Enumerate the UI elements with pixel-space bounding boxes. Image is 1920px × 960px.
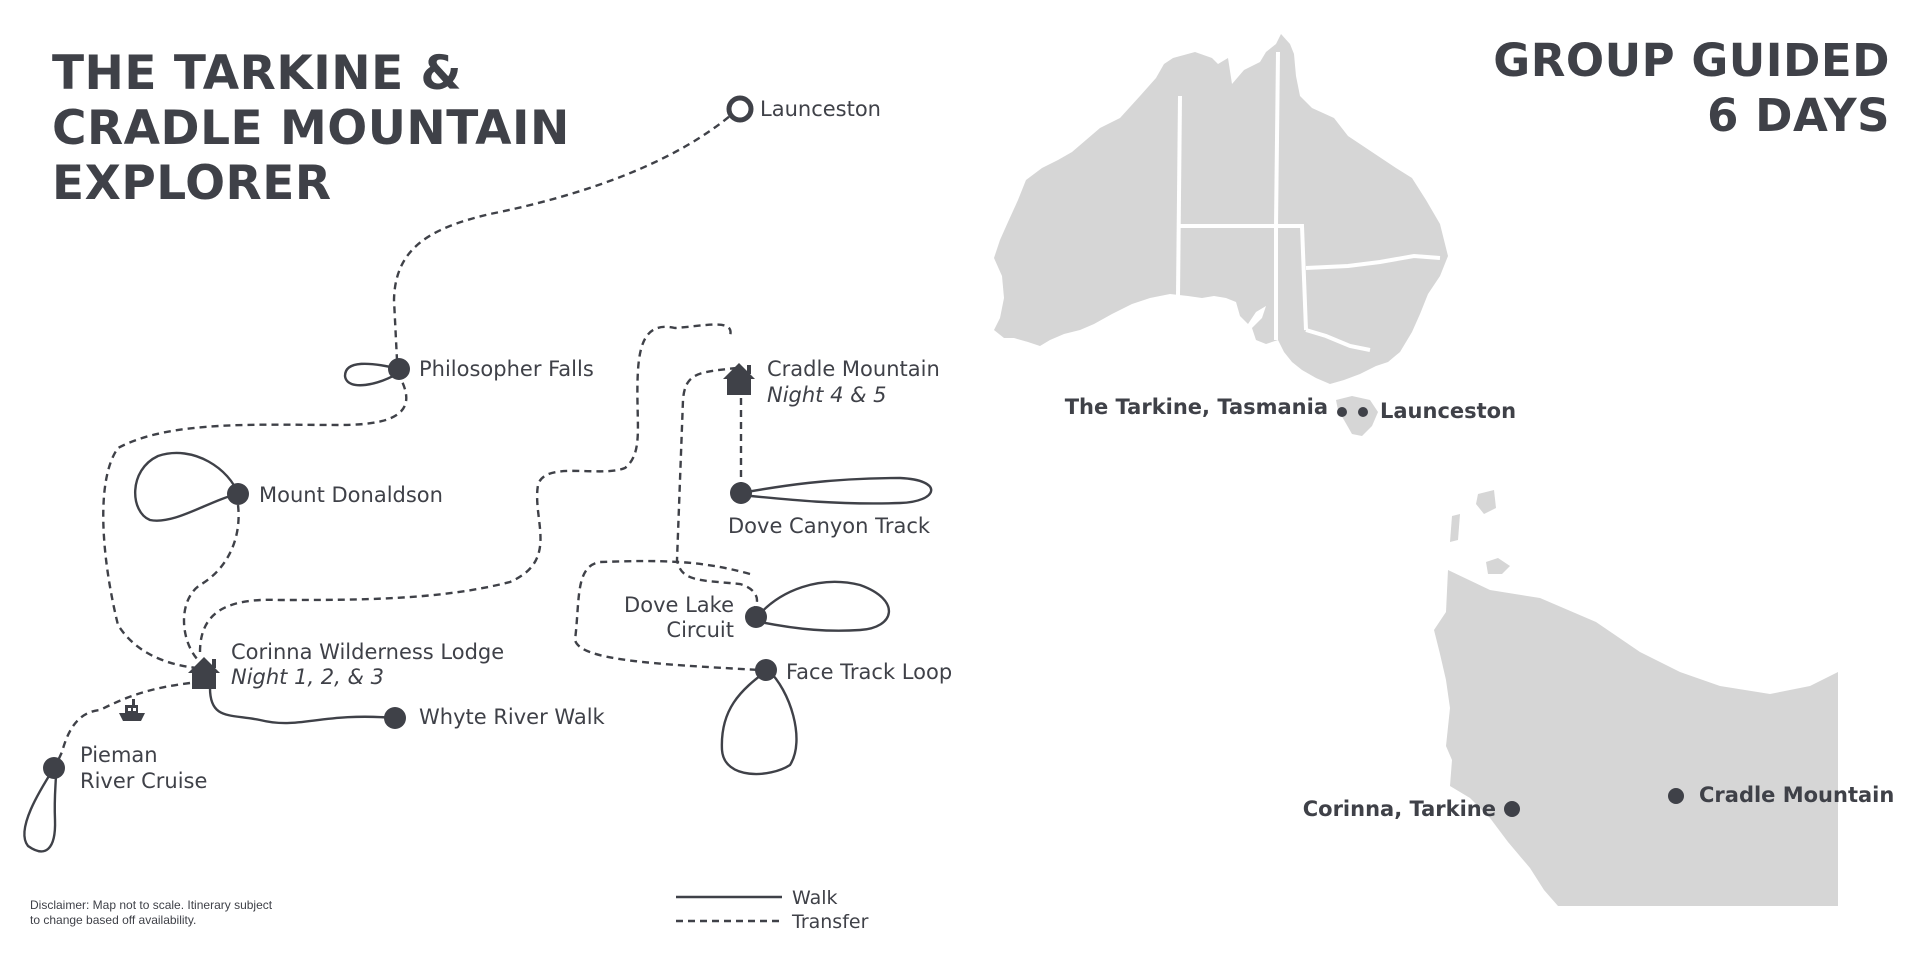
inset-cradle-label: Cradle Mountain [1699,783,1894,807]
transfer-launceston-philosopher [392,108,739,361]
label-pieman-line-1: Pieman [80,743,158,767]
route-legend: Walk Transfer [676,887,869,933]
stop-labels: Launceston Philosopher Falls Mount Donal… [80,97,952,793]
disclaimer-line-1: Disclaimer: Map not to scale. Itinerary … [30,898,273,912]
disclaimer: Disclaimer: Map not to scale. Itinerary … [30,898,272,928]
transfer-corinna-cradle [198,323,732,653]
label-dove-lake-line-2: Circuit [666,618,734,642]
label-whyte-river: Whyte River Walk [419,705,606,729]
disclaimer-line-2: to change based off availability. [30,913,197,927]
transfer-dovelake-facetrack [573,559,761,672]
transfer-philosopher-corinna [102,371,408,670]
overview-launceston-label: Launceston [1380,399,1516,423]
label-pieman-line-2: River Cruise [80,769,207,793]
walk-dove-lake [756,580,891,632]
transfer-routes [54,108,761,766]
inset-corinna-marker [1504,801,1520,817]
walk-mount-donaldson [134,451,240,522]
lodge-house-icon [188,657,220,689]
label-face-track: Face Track Loop [786,660,952,684]
stop-dot-icon [384,707,406,729]
stop-dot-icon [43,757,65,779]
inset-corinna-label: Corinna, Tarkine [1303,797,1496,821]
launceston-marker [1358,407,1368,417]
inset-island-3 [1486,558,1510,574]
australia-landmass [994,34,1448,384]
legend-walk-label: Walk [792,887,838,909]
label-launceston: Launceston [760,97,881,121]
ferry-boat-icon [119,699,145,721]
label-mount-donaldson: Mount Donaldson [259,483,443,507]
tour-info: GROUP GUIDED 6 DAYS [1493,33,1890,143]
label-corinna-nights: Night 1, 2, & 3 [231,665,384,689]
tasmania-inset-map: Corinna, Tarkine Cradle Mountain [1303,490,1894,906]
stop-dot-icon [755,659,777,681]
stops [43,95,777,779]
label-dove-canyon: Dove Canyon Track [728,514,931,538]
transfer-cradle-dovelake [675,366,759,611]
australia-overview-map: The Tarkine, Tasmania Launceston [994,34,1516,436]
walk-philosopher-falls [343,362,401,387]
title-line-1: THE TARKINE & [52,46,463,101]
legend-transfer-label: Transfer [791,911,869,933]
state-borders [1176,51,1441,352]
tarkine-marker [1337,407,1347,417]
walk-dove-canyon [740,476,933,505]
stop-dot-icon [388,358,410,380]
inset-cradle-marker [1668,788,1684,804]
walk-pieman [23,767,58,853]
tour-type: GROUP GUIDED [1493,34,1890,87]
stop-dot-icon [745,606,767,628]
tasmania-small [1336,396,1378,436]
label-dove-lake-line-1: Dove Lake [624,593,734,617]
label-cradle-mountain: Cradle Mountain [767,357,940,381]
walk-face-track [720,669,798,776]
title-line-2: CRADLE MOUNTAIN [52,101,570,156]
overview-tarkine-label: The Tarkine, Tasmania [1065,395,1328,419]
start-ring-icon [726,95,754,123]
stop-dot-icon [730,482,752,504]
inset-landmass [1434,570,1838,906]
transfer-donaldson-corinna [182,504,240,661]
label-cradle-nights: Night 4 & 5 [767,383,887,407]
label-philosopher-falls: Philosopher Falls [419,357,594,381]
label-corinna-lodge: Corinna Wilderness Lodge [231,640,504,664]
tour-duration: 6 DAYS [1707,89,1890,142]
walk-whyte-river [208,687,396,725]
walk-routes [23,362,933,853]
title-line-3: EXPLORER [52,156,332,211]
inset-island-2 [1450,514,1460,542]
page-title: THE TARKINE & CRADLE MOUNTAIN EXPLORER [52,46,570,211]
stop-dot-icon [227,483,249,505]
lodge-house-icon [723,363,755,395]
inset-island-1 [1476,490,1496,514]
